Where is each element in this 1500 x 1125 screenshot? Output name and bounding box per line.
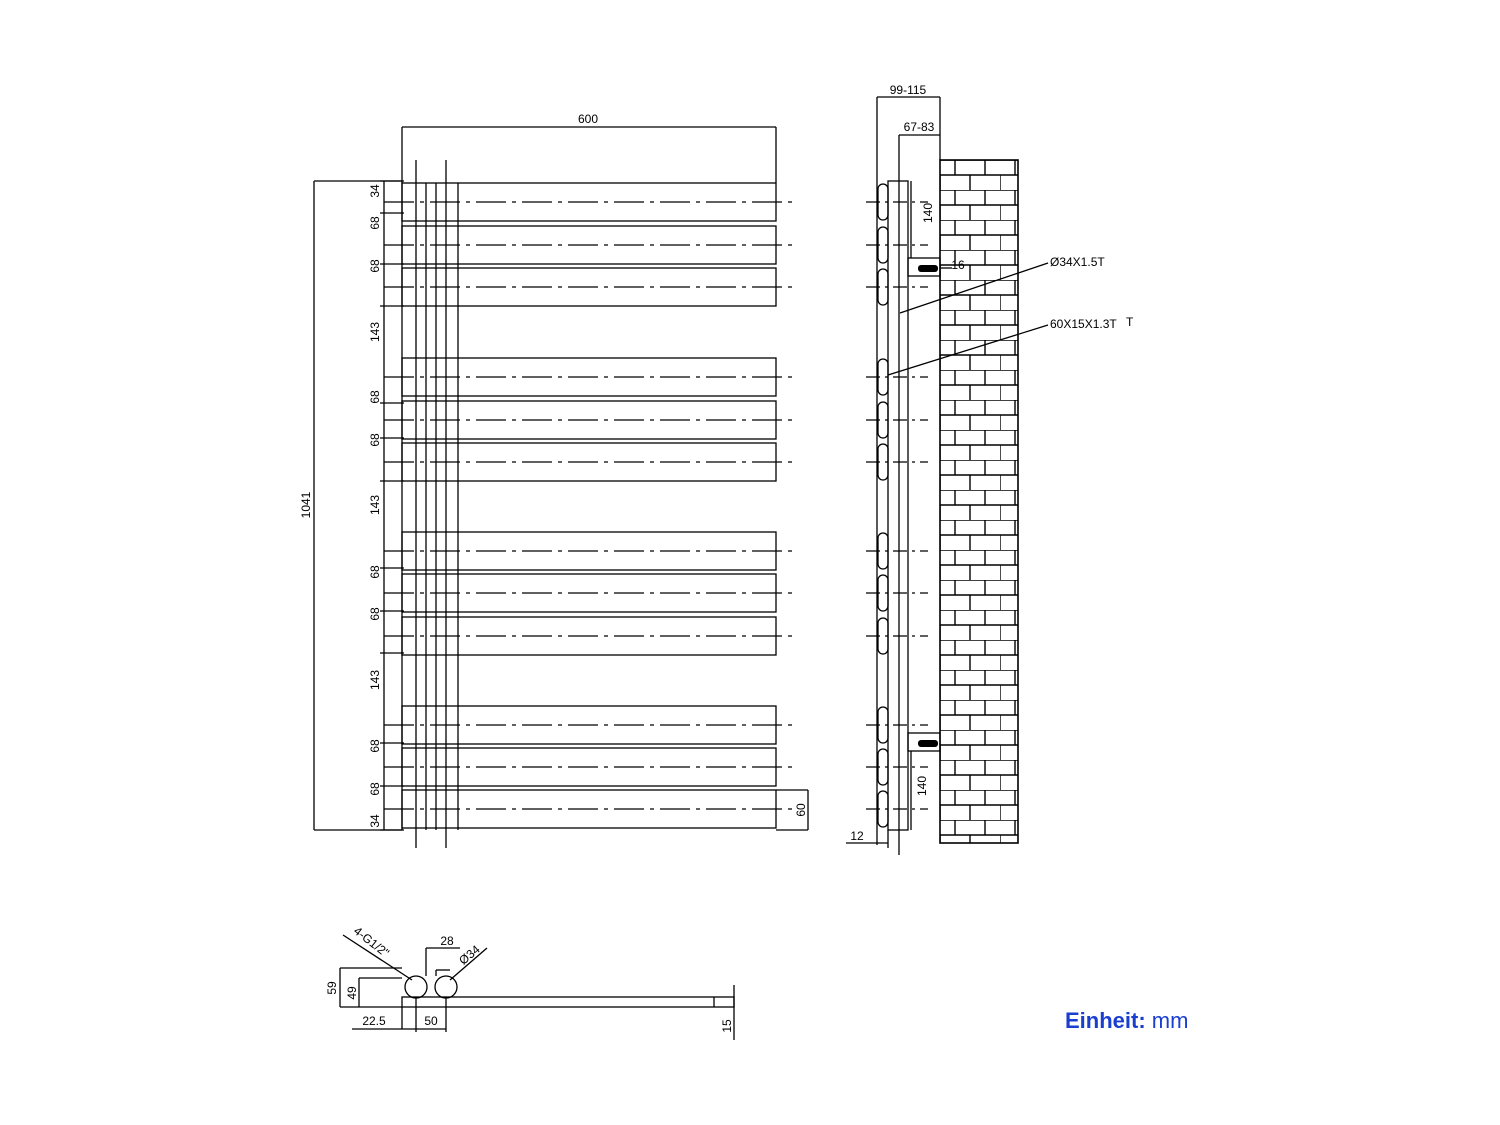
depth-total-dimension: 99-115	[890, 83, 927, 97]
spacing-label: 68	[368, 433, 382, 447]
vertical-tubes	[401, 160, 459, 848]
front-view	[313, 126, 809, 848]
pipe-gap-dimension: 28	[440, 934, 454, 948]
bottom-bar-section	[401, 996, 735, 1008]
side-view	[846, 96, 1049, 855]
unit-label: Einheit:	[1065, 1008, 1146, 1033]
brick-wall	[939, 159, 1019, 844]
unit-note: Einheit: mm	[1065, 1008, 1188, 1034]
bracket-bottom-dimension: 140	[915, 776, 929, 796]
bottom-bracket	[907, 732, 941, 752]
h59-dimension: 59	[325, 981, 339, 995]
top-bracket	[907, 257, 941, 277]
spacing-label: 34	[368, 184, 382, 198]
thread-label: 4-G1/2"	[351, 924, 392, 960]
thickness-15-dimension: 15	[720, 1019, 734, 1033]
bracket-top-dimension: 140	[921, 203, 935, 223]
spacing-label: 143	[368, 670, 382, 690]
pipe-diameter-label: Ø34	[456, 942, 483, 968]
right-pipe-circle	[434, 975, 458, 999]
width-dimension: 600	[578, 112, 598, 126]
spacing-label: 34	[368, 814, 382, 828]
spacing-label: 68	[368, 565, 382, 579]
spacing-label: 68	[368, 739, 382, 753]
spacing-label: 143	[368, 322, 382, 342]
horizontal-bars	[384, 182, 798, 829]
spacing-label: 68	[368, 782, 382, 796]
bottom-view	[339, 934, 735, 1040]
spacing-label: 68	[368, 216, 382, 230]
top-bracket-screw	[918, 265, 938, 272]
side-bar-profiles	[866, 183, 928, 828]
bottom-bracket-screw	[918, 740, 938, 747]
h49-dimension: 49	[345, 986, 359, 1000]
bar-spec-label: 60X15X1.3T	[1050, 317, 1117, 331]
spacing-label: 68	[368, 390, 382, 404]
spacing-label: 68	[368, 259, 382, 273]
bottom-offset-dimension: 12	[850, 829, 864, 843]
spacing-labels: 34 68 68 143 68 68 143 68 68 143 68 68 34	[368, 184, 382, 828]
bar-depth-dimension: 60	[794, 803, 808, 817]
height-dimension: 1041	[299, 491, 313, 518]
bracket-offset-dimension: 16	[951, 258, 965, 272]
spacing-50-dimension: 50	[424, 1014, 438, 1028]
spacing-label: 68	[368, 607, 382, 621]
radiator-side-body	[887, 180, 909, 831]
depth-wall-dimension: 67-83	[904, 120, 935, 134]
bar-spec-suffix: T	[1126, 315, 1134, 329]
offset-22-dimension: 22.5	[362, 1014, 386, 1028]
left-pipe-circle	[404, 975, 428, 999]
unit-value: mm	[1151, 1008, 1189, 1033]
spacing-label: 143	[368, 495, 382, 515]
spacing-dimension-ticks	[380, 180, 404, 831]
tube-spec-label: Ø34X1.5T	[1050, 255, 1105, 269]
